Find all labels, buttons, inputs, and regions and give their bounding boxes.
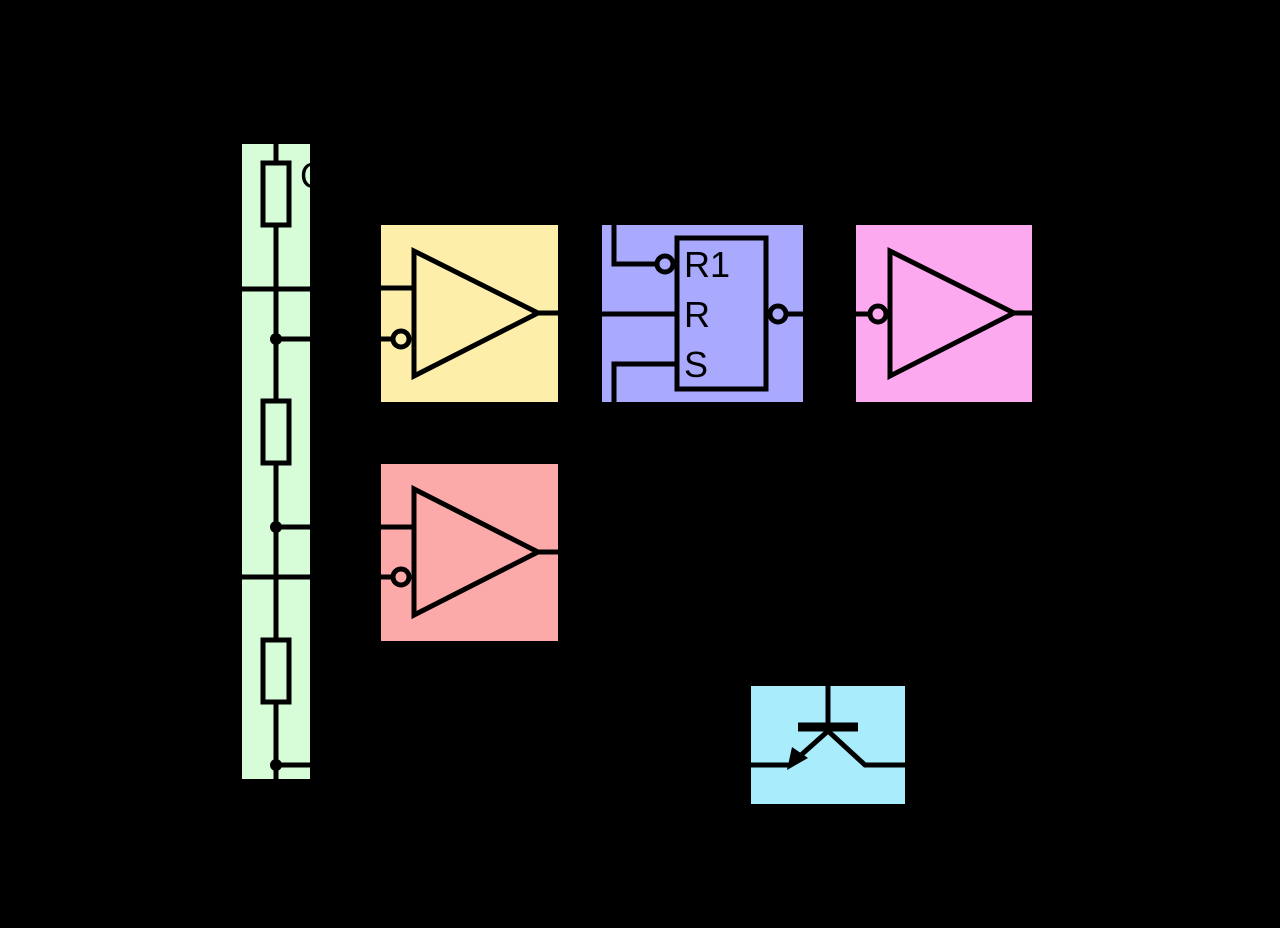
lower-comparator-block <box>378 464 561 641</box>
flip-flop-block: R1 R S <box>601 224 806 403</box>
flip-flop-label-s: S <box>684 344 708 385</box>
flip-flop-label-r1: R1 <box>684 244 730 285</box>
discharge-transistor-block <box>750 685 906 804</box>
junction-dot-bottom <box>270 759 282 771</box>
junction-dot-lower <box>270 521 282 533</box>
flip-flop-label-r: R <box>684 294 710 335</box>
divider-partial-label: C <box>300 155 326 196</box>
lower-comparator-triangle <box>411 484 544 620</box>
transistor-emitter-lead <box>796 727 832 760</box>
flip-flop-r1-wire <box>611 224 659 267</box>
upper-comparator-triangle <box>411 246 544 381</box>
junction-dot-upper <box>270 333 282 345</box>
transistor-emitter-arrow-icon <box>787 747 808 770</box>
flip-flop-s-wire <box>611 361 678 403</box>
resistor-top <box>260 160 292 228</box>
voltage-divider-block: C <box>241 143 326 782</box>
resistor-middle <box>260 398 292 466</box>
upper-comparator-block <box>378 225 561 402</box>
lower-comparator-inversion-bubble <box>390 566 412 588</box>
output-inverter-block <box>853 225 1035 402</box>
output-inverter-inversion-bubble <box>867 303 889 325</box>
flip-flop-output-bubble <box>767 303 789 325</box>
transistor-collector-lead <box>824 727 906 768</box>
upper-comparator-background <box>381 225 558 402</box>
upper-comparator-inversion-bubble <box>390 328 412 350</box>
lower-comparator-background <box>381 464 558 641</box>
flip-flop-r1-inversion-bubble <box>654 253 676 275</box>
resistor-bottom <box>260 637 292 705</box>
output-inverter-triangle <box>887 246 1020 381</box>
